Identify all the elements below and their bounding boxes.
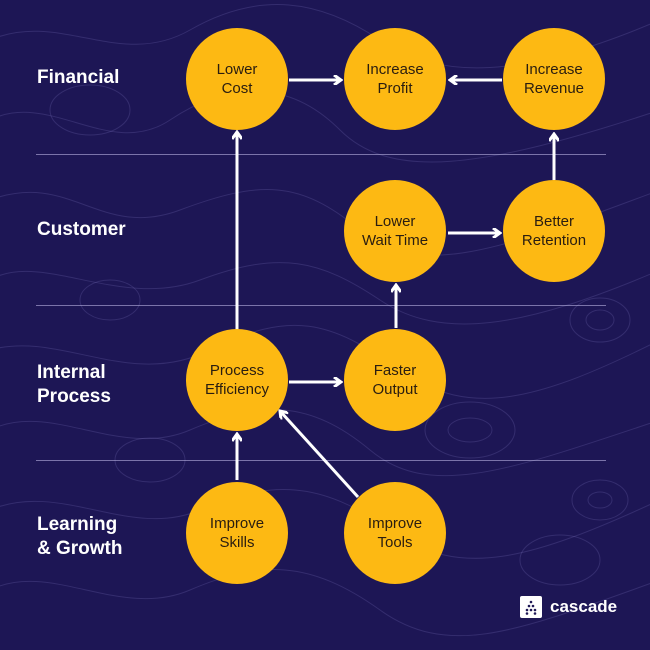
node-increase-revenue: Increase Revenue [503, 28, 605, 130]
node-lower-cost: Lower Cost [186, 28, 288, 130]
node-improve-tools: Improve Tools [344, 482, 446, 584]
node-process-efficiency: Process Efficiency [186, 329, 288, 431]
brand-name: cascade [550, 597, 618, 616]
node-lower-wait-time: Lower Wait Time [344, 180, 446, 282]
node-better-retention: Better Retention [503, 180, 605, 282]
node-increase-profit: Increase Profit [344, 28, 446, 130]
divider-financial-customer [36, 154, 606, 155]
node-improve-skills: Improve Skills [186, 482, 288, 584]
perspective-internal-process: Internal Process [37, 362, 111, 407]
perspective-learning-growth: Learning & Growth [37, 514, 123, 559]
divider-customer-internal [36, 305, 606, 306]
divider-internal-learning [36, 460, 606, 461]
brand: cascade [520, 596, 617, 618]
cascade-logo-icon [520, 596, 542, 618]
perspective-financial: Financial [37, 67, 120, 88]
node-faster-output: Faster Output [344, 329, 446, 431]
perspective-customer: Customer [37, 219, 126, 240]
